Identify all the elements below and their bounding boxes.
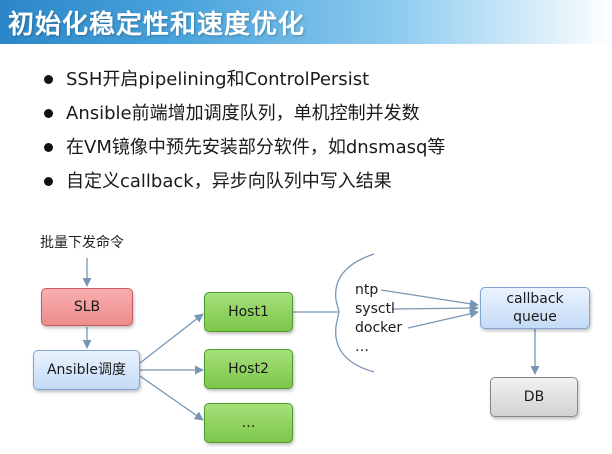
scheduler-label: Ansible调度	[46, 362, 127, 378]
bullet-item: 自定义callback，异步向队列中写入结果	[42, 168, 445, 202]
bullet-dot-icon	[44, 177, 53, 186]
bullet-dot-icon	[44, 75, 53, 84]
callback-queue-node: callback queue	[480, 287, 590, 329]
bullet-dot-icon	[44, 109, 53, 118]
bullet-list: SSH开启pipelining和ControlPersist Ansible前端…	[42, 66, 445, 202]
bullet-text: 在VM镜像中预先安装部分软件，如dnsmasq等	[66, 137, 446, 158]
title-bar: 初始化稳定性和速度优化	[0, 0, 612, 44]
host2-node: Host2	[204, 349, 293, 389]
bullet-text: 自定义callback，异步向队列中写入结果	[66, 171, 392, 192]
host-more-label: …	[241, 415, 256, 431]
host-more-node: …	[204, 403, 293, 443]
bullet-dot-icon	[44, 143, 53, 152]
command-docker: docker	[355, 320, 403, 336]
arrow-docker-to-queue	[407, 309, 479, 329]
db-label: DB	[523, 389, 545, 405]
command-more: …	[355, 339, 369, 355]
command-list: ntp sysctl docker …	[355, 281, 402, 357]
input-label: 批量下发命令	[40, 235, 124, 251]
arrow-scheduler-to-host1	[139, 313, 204, 364]
slide-title: 初始化稳定性和速度优化	[8, 10, 306, 40]
slb-label: SLB	[73, 299, 101, 315]
host2-label: Host2	[228, 361, 269, 377]
scheduler-node: Ansible调度	[33, 350, 140, 390]
commands-brace	[335, 253, 375, 373]
arrow-ntp-to-queue	[380, 289, 479, 309]
bullet-text: Ansible前端增加调度队列，单机控制并发数	[66, 103, 420, 124]
bullet-item: 在VM镜像中预先安装部分软件，如dnsmasq等	[42, 134, 445, 168]
host1-label: Host1	[228, 304, 269, 320]
callback-queue-label: callback queue	[506, 291, 564, 325]
command-ntp: ntp	[355, 282, 379, 298]
bullet-text: SSH开启pipelining和ControlPersist	[66, 69, 370, 90]
slb-node: SLB	[41, 288, 133, 326]
bullet-item: SSH开启pipelining和ControlPersist	[42, 66, 445, 100]
db-node: DB	[490, 377, 578, 417]
arrow-scheduler-to-host-more	[139, 375, 204, 421]
command-sysctl: sysctl	[355, 301, 395, 317]
host1-node: Host1	[204, 292, 293, 332]
arrow-sysctl-to-queue	[391, 303, 479, 313]
bullet-item: Ansible前端增加调度队列，单机控制并发数	[42, 100, 445, 134]
